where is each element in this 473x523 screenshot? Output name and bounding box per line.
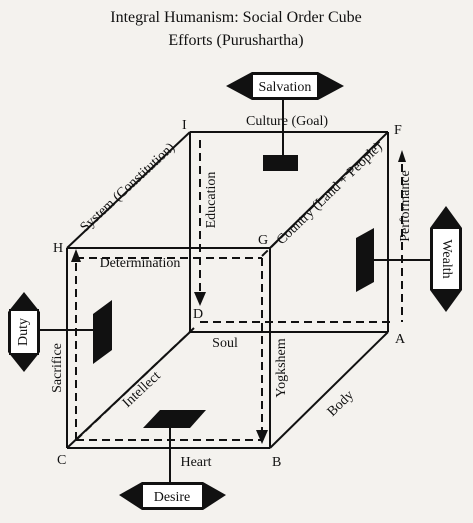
- label-culture: Culture (Goal): [246, 114, 328, 129]
- panel-right: [356, 228, 374, 292]
- arrow-down-education: [194, 292, 206, 306]
- vertex-b: B: [272, 455, 281, 470]
- vertex-g: G: [258, 233, 268, 248]
- edge-b-a: [269, 331, 389, 449]
- badge-desire-label: Desire: [154, 490, 191, 505]
- label-system: System (Constitution): [78, 140, 179, 235]
- panel-left: [93, 300, 112, 364]
- label-heart: Heart: [180, 455, 211, 470]
- label-determination: Determination: [100, 256, 181, 271]
- label-sacrifice: Sacrifice: [50, 343, 65, 393]
- badge-connectors: [36, 100, 432, 482]
- badge-wealth: Wealth: [430, 206, 462, 312]
- badge-duty: Duty: [8, 292, 40, 372]
- edge-i-h: [66, 131, 191, 249]
- face-panels: [93, 155, 374, 428]
- edge-labels: Culture (Goal) System (Constitution) Cou…: [50, 114, 413, 470]
- badge-salvation: Salvation: [226, 72, 344, 100]
- diagram-title: Integral Humanism: Social Order Cube: [110, 9, 362, 26]
- vertex-labels: I F H G D A C B: [53, 118, 406, 470]
- badge-desire: Desire: [119, 482, 226, 510]
- vertex-f: F: [394, 123, 402, 138]
- dashed-country: [261, 139, 382, 257]
- label-intellect: Intellect: [120, 369, 164, 411]
- label-soul: Soul: [212, 336, 238, 351]
- diagram-subtitle: Efforts (Purushartha): [168, 32, 303, 49]
- vertex-h: H: [53, 241, 63, 256]
- badge-wealth-label: Wealth: [439, 239, 454, 278]
- vertex-d: D: [193, 307, 203, 322]
- label-education: Education: [204, 172, 219, 229]
- vertex-a: A: [395, 332, 406, 347]
- arrow-down-yogkshem: [256, 430, 268, 444]
- arrow-up-sacrifice: [71, 249, 81, 262]
- panel-bottom: [143, 410, 206, 428]
- vertex-i: I: [182, 118, 187, 133]
- arrow-up-performance: [398, 150, 406, 162]
- badge-duty-label: Duty: [16, 318, 31, 346]
- vertex-c: C: [57, 453, 66, 468]
- label-body: Body: [325, 388, 357, 420]
- arrowheads: [71, 150, 406, 444]
- label-performance: Performance: [398, 170, 413, 242]
- label-yogkshem: Yogkshem: [274, 338, 289, 397]
- panel-top: [263, 155, 298, 171]
- dashed-intellect: [75, 327, 195, 441]
- badge-salvation-label: Salvation: [259, 80, 312, 95]
